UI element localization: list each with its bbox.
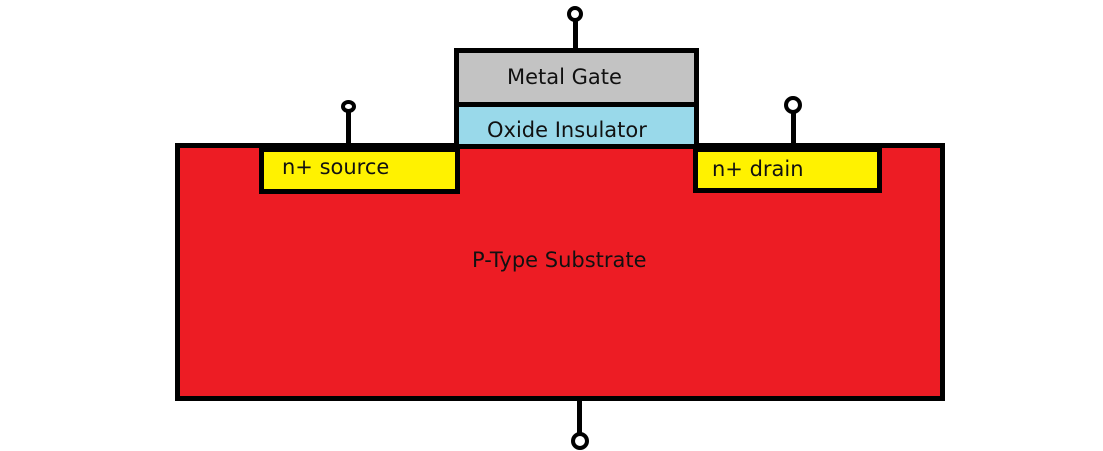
source-terminal-icon	[341, 100, 356, 113]
source-wire	[346, 110, 351, 146]
gate-label: Metal Gate	[507, 65, 622, 89]
gate-terminal-icon	[567, 6, 583, 22]
gate-wire	[573, 20, 578, 50]
drain-terminal-icon	[784, 96, 802, 114]
source-label: n+ source	[282, 155, 390, 179]
body-terminal-icon	[571, 432, 589, 450]
n-plus-source	[259, 147, 460, 194]
drain-wire	[791, 110, 796, 146]
drain-label: n+ drain	[712, 157, 804, 181]
n-plus-drain	[693, 147, 882, 193]
metal-gate	[454, 48, 699, 107]
oxide-label: Oxide Insulator	[487, 118, 647, 142]
body-wire	[577, 400, 582, 434]
substrate-label: P-Type Substrate	[472, 248, 647, 272]
